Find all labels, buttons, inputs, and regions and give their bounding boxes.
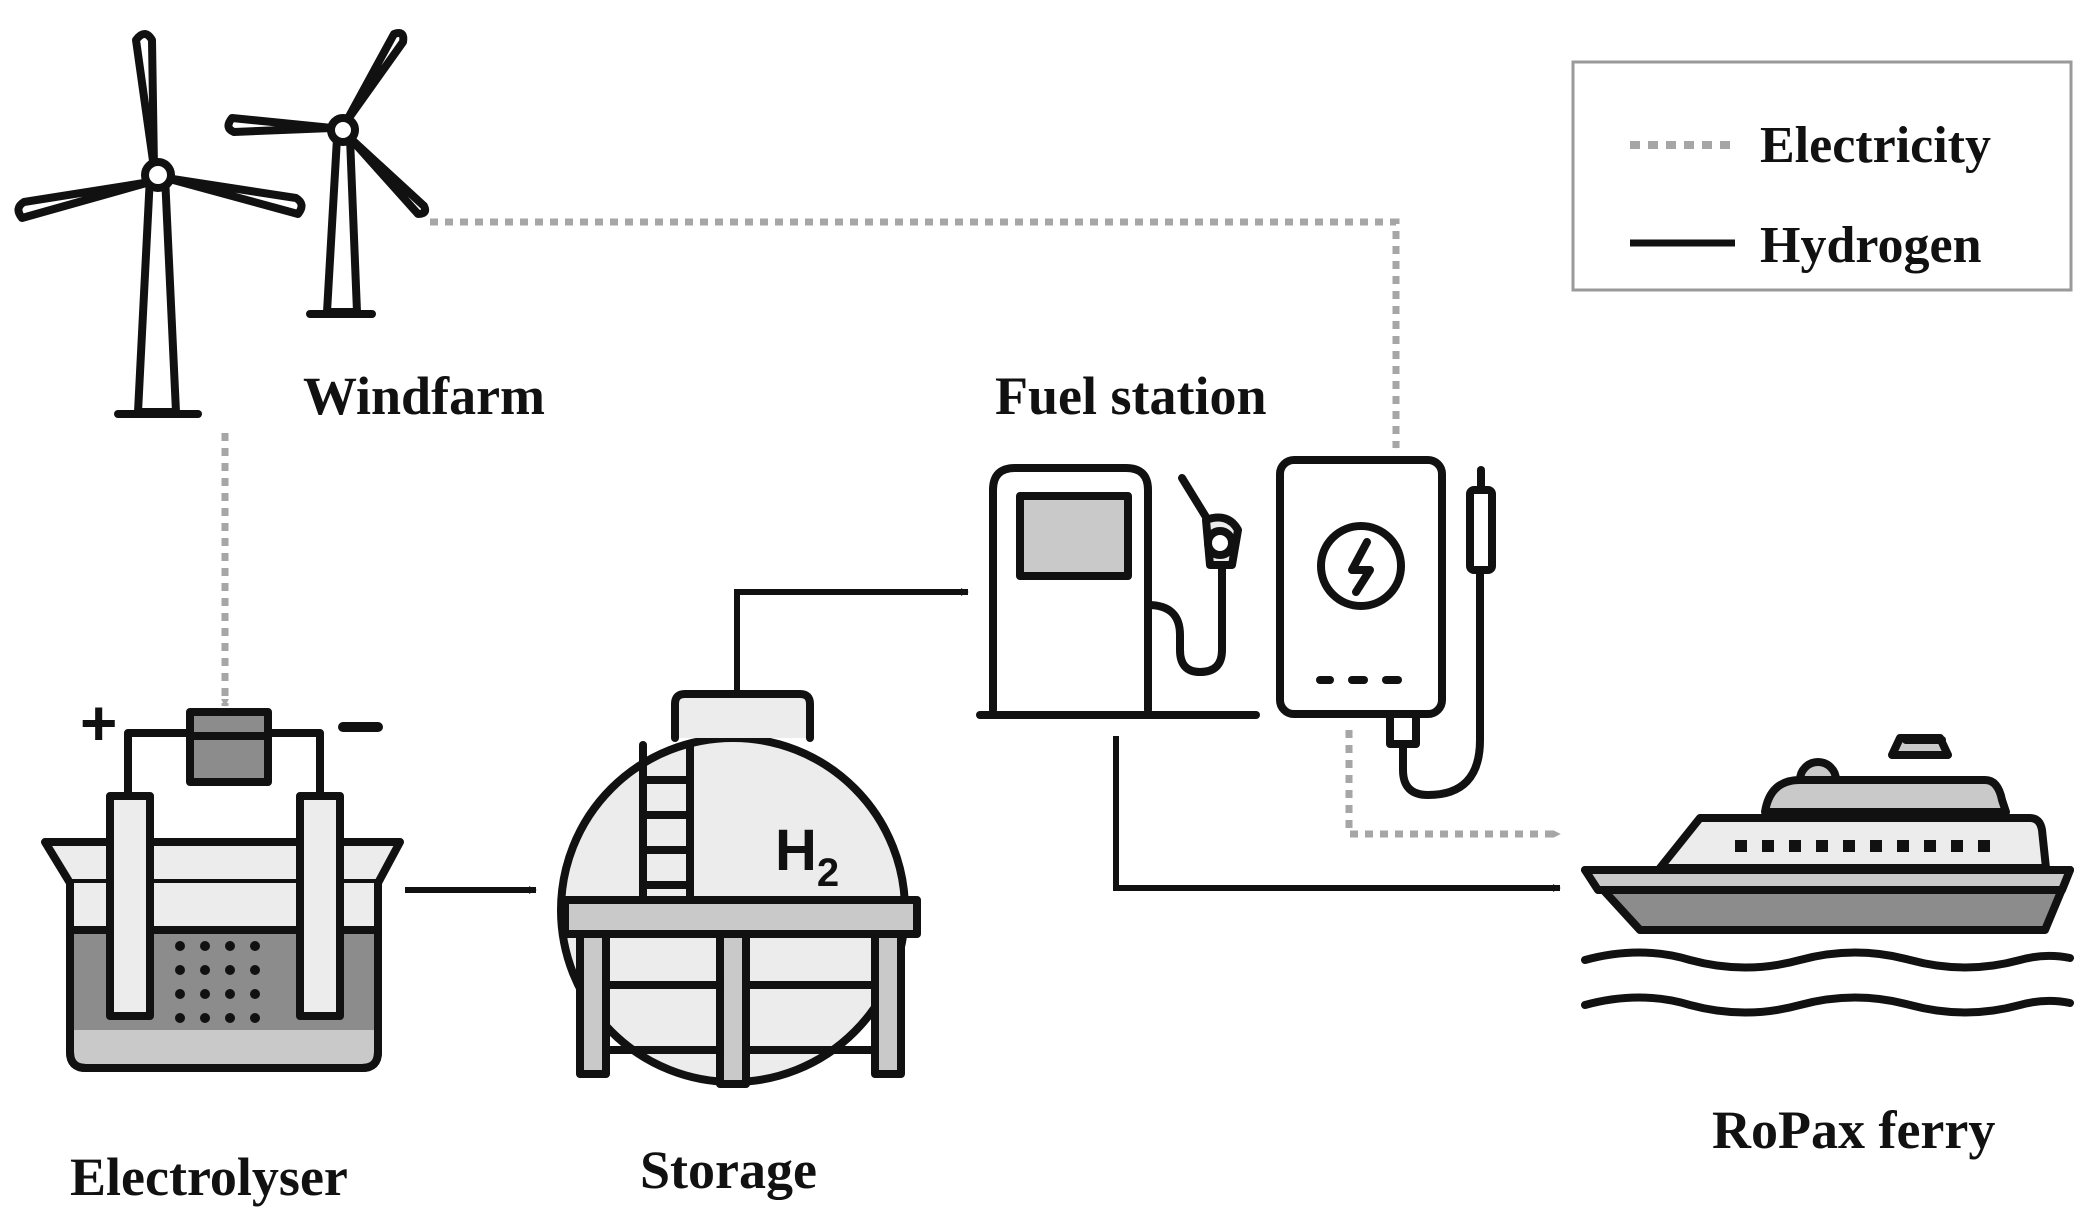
flow-lines: [221, 218, 1561, 894]
electrolyser-label: Electrolyser: [70, 1147, 348, 1207]
electrolyte-bubbles: [175, 941, 260, 1023]
hydrogen-storage-tank-icon: [557, 690, 921, 1088]
charger-icon: [1276, 456, 1496, 799]
ferry-windows: [1735, 840, 1990, 852]
legend-hydrogen-label: Hydrogen: [1760, 217, 1982, 274]
wind-turbines-icon: [14, 29, 430, 418]
h2-symbol: H2: [775, 818, 839, 895]
electricity-flow-to-ferry: [1345, 730, 1561, 838]
legend: Electricity Hydrogen: [1571, 60, 2073, 292]
fuel-pump-icon: [976, 464, 1260, 719]
legend-electricity-label: Electricity: [1760, 117, 1991, 174]
ropax-ferry-label: RoPax ferry: [1712, 1100, 1995, 1160]
storage-label: Storage: [640, 1140, 817, 1200]
hydrogen-flow-to-ferry: [1113, 736, 1561, 892]
h2-subscript: 2: [817, 851, 839, 895]
windfarm-label: Windfarm: [303, 366, 545, 426]
ropax-ferry-icon: [1581, 734, 2074, 1017]
fuel-station-label: Fuel station: [995, 366, 1267, 426]
hydrogen-flow-to-fuel-station: [734, 588, 969, 698]
electricity-flow-to-charger: [430, 218, 1400, 449]
legend-box: [1571, 60, 2073, 292]
plus-terminal: +: [80, 687, 117, 759]
h2-letter: H: [775, 818, 817, 883]
electrolyser-icon: +: [41, 687, 404, 1072]
